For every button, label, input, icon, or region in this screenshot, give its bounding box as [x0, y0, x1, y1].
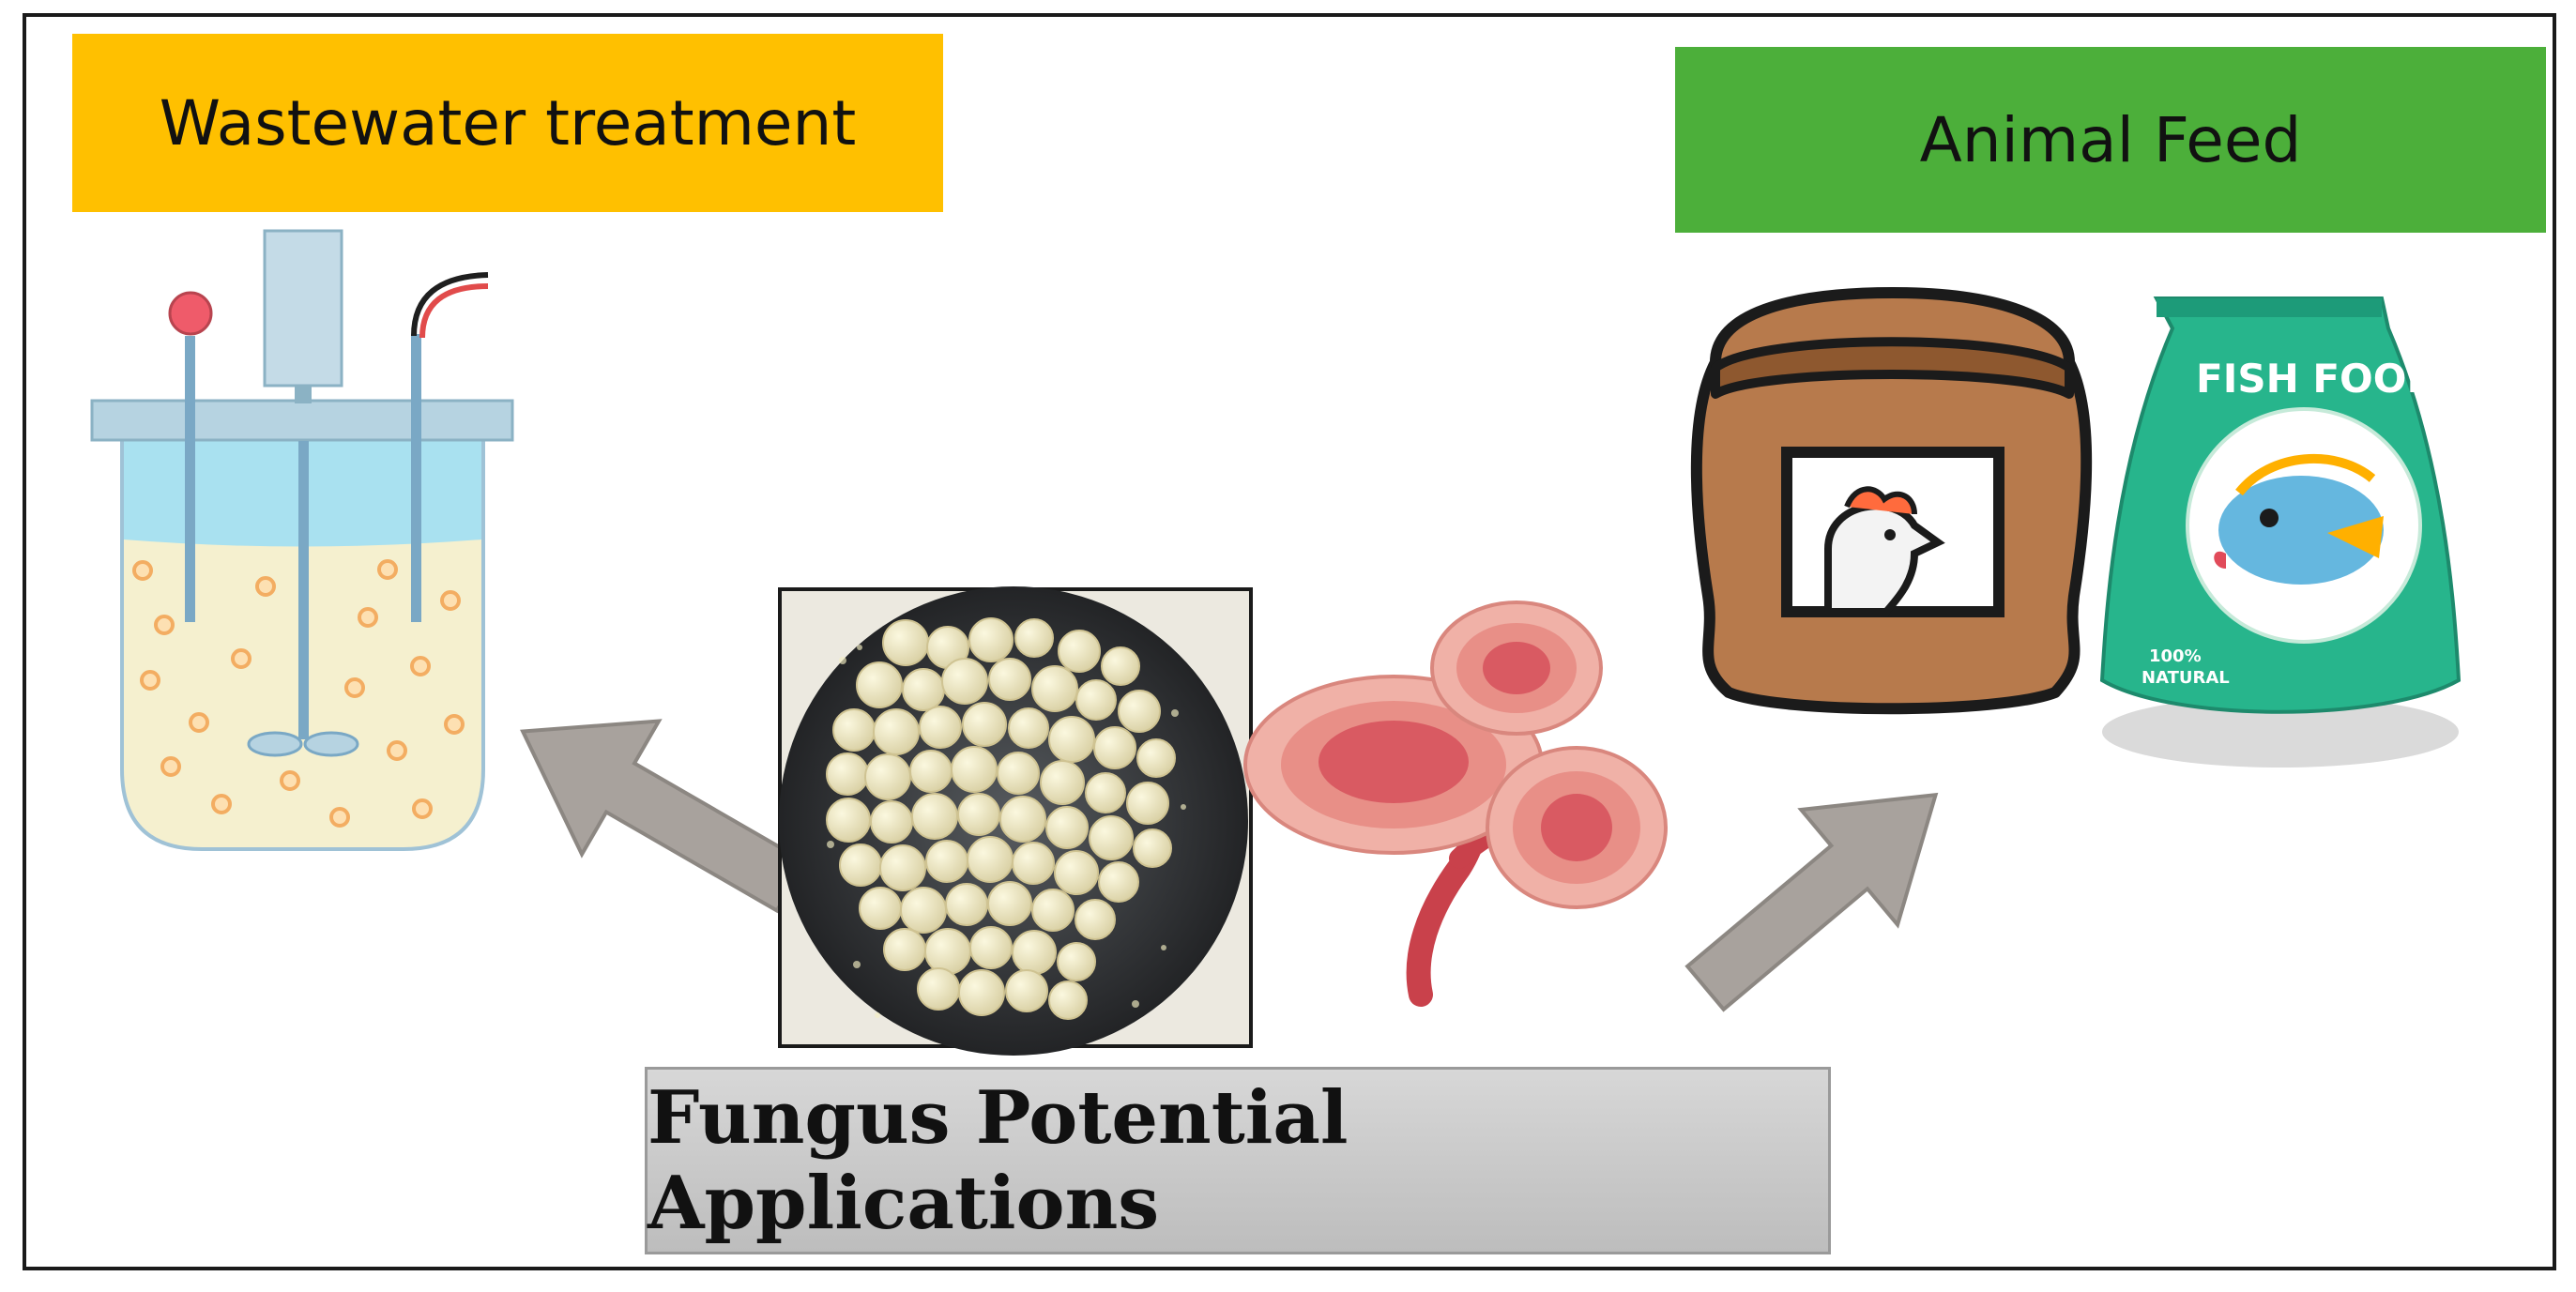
wastewater-treatment-label: Wastewater treatment: [72, 34, 943, 212]
arrow-to-wastewater-icon: [520, 719, 808, 914]
animal-feed-label: Animal Feed: [1675, 47, 2546, 233]
arrow-to-animal-feed-icon: [1684, 792, 1939, 1012]
reishi-mushroom-icon: [1243, 600, 1668, 1007]
animal-feed-text: Animal Feed: [1919, 103, 2302, 176]
fungus-potential-applications-text: Fungus Potential Applications: [648, 1075, 1349, 1246]
fungal-pellets-photo: [778, 586, 1253, 1056]
chicken-feed-bag-icon: [1690, 287, 2093, 715]
fish-food-pack-icon: FISH FOOD 100% NATURAL: [2099, 296, 2462, 768]
bioreactor-icon: [90, 229, 514, 851]
natural-bottom-text: NATURAL: [2142, 668, 2230, 688]
fungus-potential-applications-label: Fungus Potential Applications: [645, 1067, 1831, 1254]
fish-food-text: FISH FOOD: [2196, 356, 2439, 402]
wastewater-treatment-text: Wastewater treatment: [159, 86, 857, 160]
natural-top-text: 100%: [2149, 646, 2202, 666]
